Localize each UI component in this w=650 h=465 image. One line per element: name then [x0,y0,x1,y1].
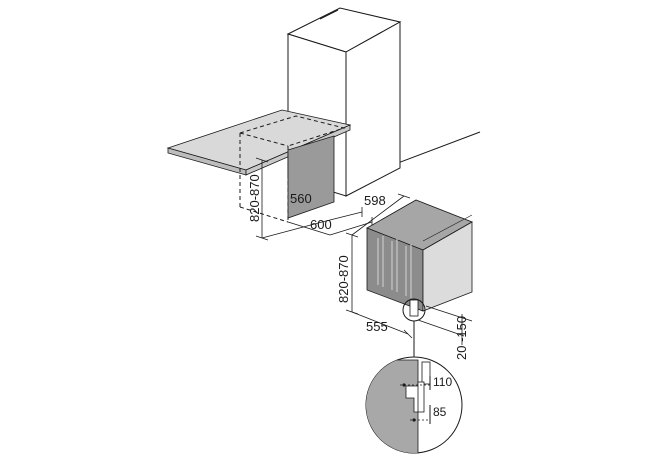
appliance-foot [409,299,419,317]
detail-plinth-strip [421,361,431,385]
niche-width-label: 600 [310,217,332,232]
niche-back-wall [287,135,335,219]
niche-depth-label: 560 [290,191,312,206]
detail-lower-label: 85 [433,405,447,419]
detail-upper-label: 110 [433,375,452,389]
appliance-dimension-lines [345,193,473,345]
appliance-width-label: 598 [364,193,386,208]
dishwasher-appliance [366,199,473,317]
side-panel-ribs [377,236,412,298]
niche-dimension-lines [255,157,373,241]
niche-height-label: 820-870 [247,174,262,222]
detail-view: 110 85 [365,356,463,454]
appliance-depth-label: 555 [366,319,388,334]
tall-cabinet [286,7,402,197]
appliance-height-label: 820-870 [336,255,351,303]
detail-cabinet-section [366,359,419,453]
plinth-height-label: 20 -150 [454,316,469,360]
